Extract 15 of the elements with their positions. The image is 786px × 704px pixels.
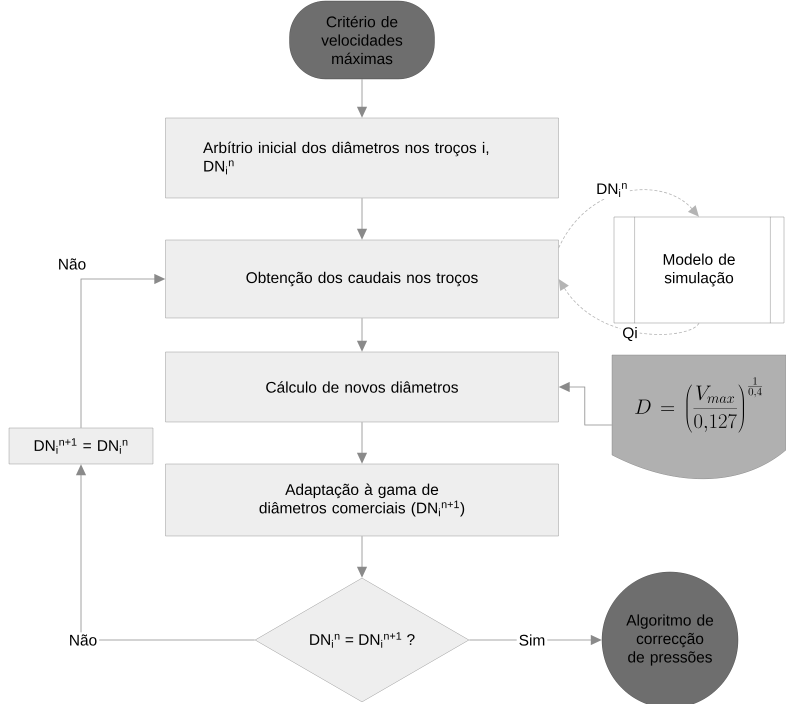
edge-label: Sim: [516, 632, 548, 648]
predefined-process-box: Modelo de simulação: [614, 216, 784, 324]
process-box: Cálculo de novos diâmetros: [165, 352, 559, 422]
edge-label: DN$_{i}$n: [594, 181, 630, 199]
process-box: DN$_{i}$$^{n+1}$ = DN$_{i}$n: [8, 428, 154, 464]
process-box: Arbítrio inicial dos diâmetros nos troços i, DN$_{i}$n: [165, 118, 559, 198]
arrow: [558, 189, 699, 248]
process-box: Obtenção dos caudais nos troços: [165, 240, 559, 318]
start-terminal: Critério de velocidades máximas: [289, 0, 435, 80]
edge-label: Não: [66, 632, 100, 648]
formula-document: $D = \left(\frac{V_{max}}{0{,}127}\right)^{\frac{1}{0{,}4}}$: [612, 354, 786, 479]
edge-label: Não: [56, 256, 88, 272]
edge-label: Qi: [620, 324, 640, 344]
arrow: [558, 279, 700, 335]
process-box: Adaptação à gama de diâmetros comerciais (DN$_{i}$$^{n+1}$): [165, 464, 559, 536]
